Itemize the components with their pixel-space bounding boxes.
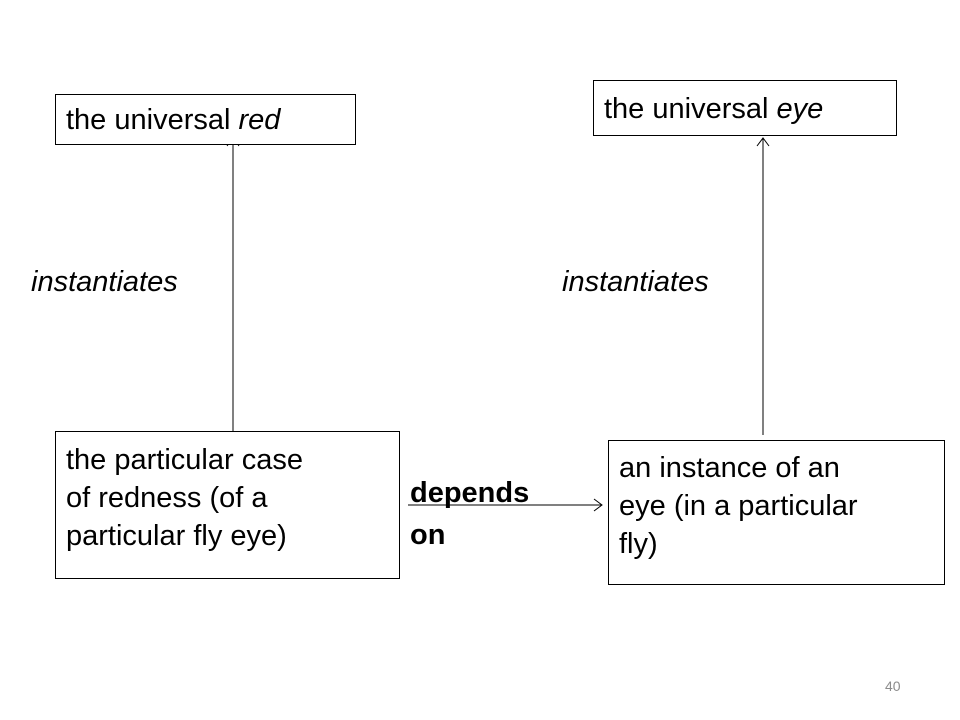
depends-on-line-2: on <box>410 519 446 551</box>
instantiates-label-right: instantiates <box>562 266 709 298</box>
universal-red-emph: red <box>238 104 281 136</box>
eye-instance-line-1: an instance of an <box>619 452 840 484</box>
eye-instance-line-3: fly) <box>619 528 658 560</box>
universal-eye-box: the universal eye <box>593 80 897 136</box>
universal-eye-text: the universal <box>604 93 777 125</box>
universal-red-text: the universal <box>66 104 239 136</box>
page-number: 40 <box>885 678 901 694</box>
depends-on-label: depends on <box>410 472 529 556</box>
universal-eye-emph: eye <box>776 93 824 125</box>
particular-redness-line-2: of redness (of a <box>66 482 268 514</box>
eye-instance-box: an instance of an eye (in a particular f… <box>608 440 945 585</box>
particular-redness-line-1: the particular case <box>66 444 303 476</box>
universal-red-box: the universal red <box>55 94 356 145</box>
eye-instance-line-2: eye (in a particular <box>619 490 858 522</box>
arrowhead-depends-on <box>593 498 603 512</box>
arrowhead-instantiates-right <box>756 137 770 147</box>
depends-on-line-1: depends <box>410 477 530 509</box>
instantiates-label-left: instantiates <box>31 266 178 298</box>
particular-redness-line-3: particular fly eye) <box>66 520 287 552</box>
particular-redness-box: the particular case of redness (of a par… <box>55 431 400 579</box>
